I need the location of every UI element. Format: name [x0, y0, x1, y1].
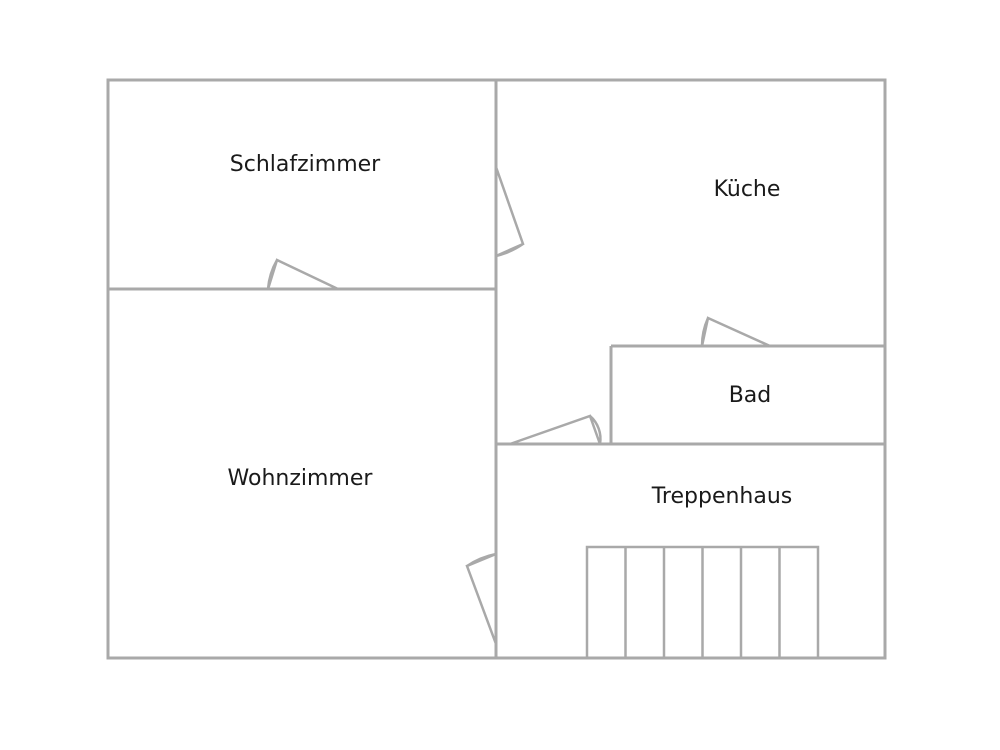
door-kitchen-bedroom[interactable] [494, 166, 525, 258]
stairs [585, 545, 820, 658]
room-label-kueche: Küche [714, 177, 781, 202]
room-label-schlafzimmer: Schlafzimmer [230, 152, 381, 177]
room-label-wohnzimmer: Wohnzimmer [228, 466, 374, 491]
doors [266, 166, 771, 645]
room-label-treppenhaus: Treppenhaus [651, 484, 793, 509]
interior-walls [108, 80, 885, 658]
door-living[interactable] [465, 552, 498, 645]
door-bath[interactable] [700, 316, 771, 348]
room-label-bad: Bad [729, 383, 772, 408]
door-bedroom[interactable] [266, 258, 339, 291]
door-stairwell[interactable] [509, 414, 602, 446]
